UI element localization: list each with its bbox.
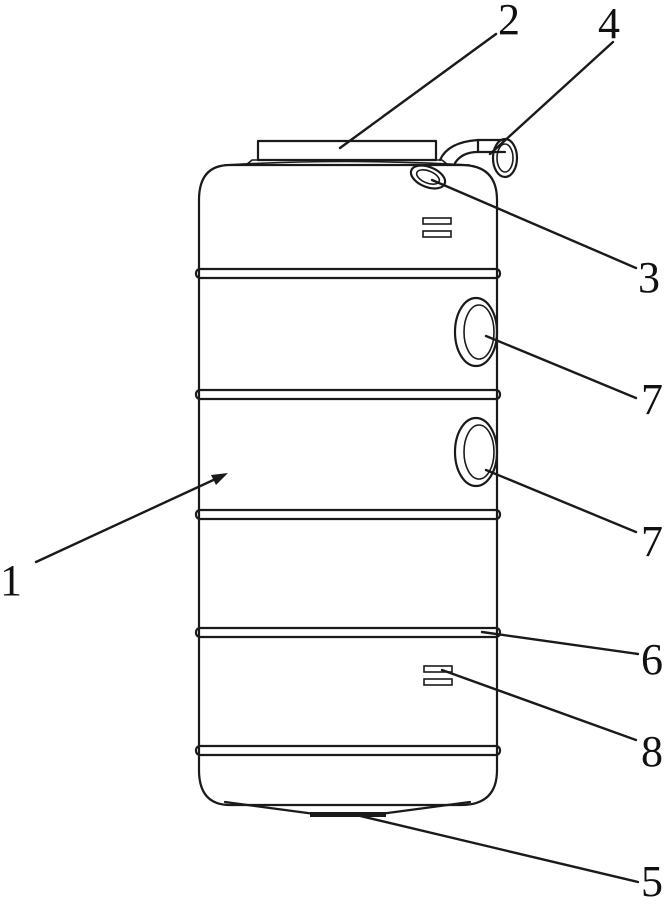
side-port-lower-outer bbox=[453, 416, 499, 488]
level-mark-bottom-1 bbox=[423, 665, 453, 673]
leader-line-5 bbox=[350, 812, 640, 884]
bottom-drain bbox=[310, 812, 386, 817]
leader-line-4 bbox=[488, 40, 615, 156]
side-port-upper-outer bbox=[453, 296, 499, 368]
top-port-inner bbox=[415, 169, 441, 185]
leader-arrowhead-1 bbox=[211, 473, 228, 485]
callout-3: 3 bbox=[638, 253, 660, 302]
callout-8: 8 bbox=[641, 727, 663, 776]
tank-body bbox=[197, 163, 499, 807]
reinforcing-ring bbox=[194, 388, 502, 401]
leader-line-8 bbox=[440, 668, 638, 742]
tank-top-seam bbox=[224, 160, 471, 166]
level-mark-top-2 bbox=[422, 230, 452, 238]
level-mark-top-1 bbox=[422, 217, 452, 225]
callout-2: 2 bbox=[498, 0, 520, 44]
callout-1: 1 bbox=[0, 556, 22, 605]
reinforcing-ring bbox=[194, 744, 502, 757]
top-port-outer bbox=[409, 164, 447, 190]
leader-line-3 bbox=[430, 178, 638, 270]
leader-line-6 bbox=[480, 630, 640, 656]
reinforcing-ring bbox=[194, 508, 502, 521]
callout-6: 6 bbox=[641, 635, 663, 684]
level-mark-bottom-2 bbox=[423, 678, 453, 686]
leader-line-7a bbox=[484, 334, 638, 400]
callout-4: 4 bbox=[598, 0, 620, 48]
callout-7-upper: 7 bbox=[641, 375, 663, 424]
side-port-lower-inner bbox=[463, 424, 495, 480]
leader-line-1 bbox=[34, 474, 224, 564]
top-cover-base bbox=[243, 159, 451, 166]
side-port-upper-inner bbox=[463, 304, 495, 360]
callout-7-lower: 7 bbox=[641, 517, 663, 566]
reinforcing-ring bbox=[194, 626, 502, 639]
elbow-pipe bbox=[438, 138, 507, 165]
reinforcing-ring bbox=[194, 267, 502, 280]
leader-line-7b bbox=[484, 468, 638, 534]
elbow-pipe-opening-inner bbox=[496, 143, 514, 173]
callout-5: 5 bbox=[641, 857, 663, 904]
leader-line-2 bbox=[338, 32, 498, 150]
